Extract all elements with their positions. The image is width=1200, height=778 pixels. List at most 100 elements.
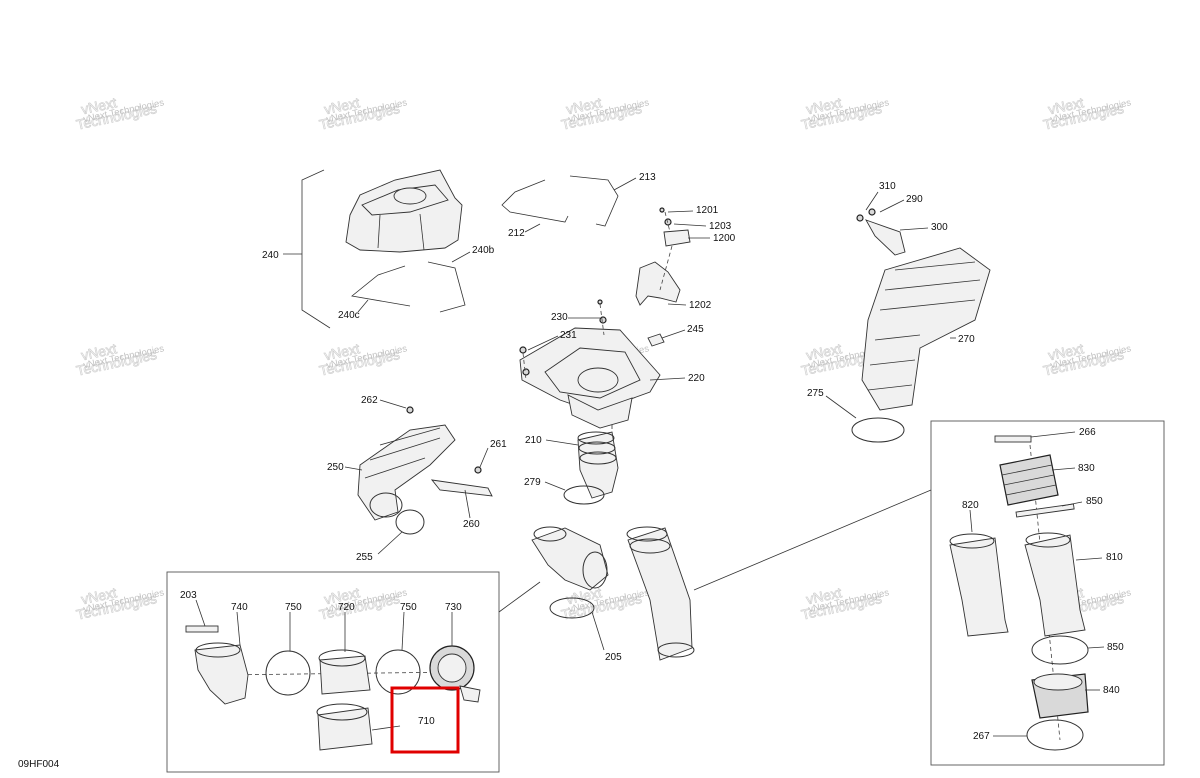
airbox-seal-240b[interactable] (427, 261, 466, 313)
seal-213[interactable]: 213 (569, 172, 656, 227)
leader-line (379, 399, 407, 409)
screw-1201[interactable] (659, 207, 665, 213)
airbox-assembly[interactable]: 240 240b 240c (262, 169, 495, 329)
leader-line (524, 223, 541, 233)
callout-840: 840 (1103, 685, 1120, 696)
callout-300: 300 (931, 222, 948, 233)
clamp-255[interactable]: 255 (356, 509, 425, 563)
leader-line (357, 299, 369, 313)
leader-line (879, 199, 905, 213)
coupler-840[interactable]: 840 (1031, 673, 1120, 719)
clamp-267[interactable]: 267 (973, 719, 1084, 751)
svg-text:vNext: vNext (323, 584, 361, 607)
svg-text:vNext: vNext (80, 94, 118, 117)
sensor-body[interactable] (635, 261, 681, 306)
watermark: vNext Technologies vNext Technologies (74, 584, 165, 623)
callout-240c: 240c (338, 310, 360, 321)
callout-750-left: 750 (285, 602, 302, 613)
air-duct-270[interactable]: 270 (861, 247, 991, 411)
elbow-duct[interactable] (531, 526, 609, 591)
leader-line (1087, 646, 1105, 649)
tube-820[interactable]: 820 (949, 500, 1009, 637)
leader-line (1075, 557, 1103, 561)
leader-line (899, 227, 929, 231)
intake-duct-center[interactable] (626, 526, 695, 661)
screw-261[interactable] (474, 466, 482, 474)
svg-text:vNext: vNext (323, 94, 361, 117)
svg-text:vNext: vNext (80, 340, 118, 363)
callout-261: 261 (490, 439, 507, 450)
watermark: vNext Technologies vNext Technologies (74, 94, 165, 133)
detail-box-right: 266 830 850 820 810 (693, 420, 1165, 766)
airbox-seal-240c[interactable] (351, 265, 411, 307)
callout-203: 203 (180, 590, 197, 601)
callout-250: 250 (327, 462, 344, 473)
elbow-740[interactable]: 740 (194, 602, 249, 705)
coupler-830[interactable]: 830 (999, 454, 1095, 506)
screw-262[interactable] (406, 406, 414, 414)
leader-line (527, 335, 559, 351)
leader-line (371, 725, 401, 731)
callout-210: 210 (525, 435, 542, 446)
leader-line (479, 447, 489, 468)
leader-line (195, 599, 206, 627)
callout-850-top: 850 (1086, 496, 1103, 507)
sleeve-720[interactable]: 720 (318, 602, 371, 695)
mounting-hardware-290-310-300[interactable]: 310 290 300 (856, 181, 948, 256)
callout-270: 270 (958, 334, 975, 345)
seal-850-top[interactable]: 850 (1015, 496, 1103, 518)
duct-210[interactable]: 210 (525, 431, 619, 499)
intake-plate-220[interactable] (519, 327, 661, 480)
leader-line (236, 611, 241, 646)
leader-line (661, 329, 686, 339)
callout-310: 310 (879, 181, 896, 192)
sensor-assembly[interactable]: 1201 1203 1200 1202 (635, 205, 736, 311)
svg-text:vNext: vNext (1047, 94, 1085, 117)
sleeve-710[interactable]: 710 (316, 703, 435, 751)
svg-text:vNext: vNext (80, 584, 118, 607)
clamp-205[interactable]: 205 (549, 597, 622, 663)
leader-line (825, 395, 857, 419)
callout-830: 830 (1078, 463, 1095, 474)
callout-1200: 1200 (713, 233, 736, 244)
svg-text:vNext: vNext (805, 340, 843, 363)
leader-line (544, 481, 566, 491)
callout-245: 245 (687, 324, 704, 335)
washer-1203[interactable] (664, 218, 672, 226)
callout-262: 262 (361, 395, 378, 406)
leader-line (401, 611, 405, 651)
callout-266: 266 (1079, 427, 1096, 438)
callout-710: 710 (418, 716, 435, 727)
clamp-850-bottom[interactable]: 850 (1031, 635, 1124, 665)
duct-assembly-250[interactable]: 262 250 260 261 (327, 395, 507, 530)
leader-line (1061, 501, 1083, 507)
svg-text:vNext: vNext (565, 94, 603, 117)
duct-250[interactable] (357, 424, 456, 521)
screws-230-231[interactable]: 230 231 (519, 299, 607, 381)
callout-820: 820 (962, 500, 979, 511)
svg-text:vNext: vNext (323, 340, 361, 363)
highlight-box-710[interactable] (390, 686, 460, 754)
clamp-750-right[interactable]: 750 (375, 602, 421, 695)
seal-212[interactable]: 212 (501, 179, 569, 239)
bracket-1200[interactable] (663, 229, 691, 247)
clamp-266[interactable]: 266 (994, 427, 1096, 443)
coupler-730[interactable]: 730 (429, 602, 481, 703)
detail-box-left: 203 740 750 720 750 73 (166, 571, 541, 773)
leader-line (545, 439, 579, 446)
airbox-housing[interactable] (345, 169, 463, 253)
clamp-203[interactable]: 203 (180, 590, 219, 633)
tube-810[interactable]: 810 (1024, 532, 1123, 637)
bracket-260[interactable] (430, 479, 493, 497)
callout-240: 240 (262, 250, 279, 261)
callout-260: 260 (463, 519, 480, 530)
leader-line (451, 251, 471, 263)
clamp-275[interactable]: 275 (807, 388, 905, 443)
clip-245[interactable]: 245 (647, 324, 704, 347)
assembly-axis (664, 211, 671, 233)
watermark: vNext Technologies vNext Technologies (317, 94, 408, 133)
clamp-279[interactable]: 279 (524, 477, 605, 505)
callout-220: 220 (688, 373, 705, 384)
clamp-750-left[interactable]: 750 (265, 602, 311, 696)
